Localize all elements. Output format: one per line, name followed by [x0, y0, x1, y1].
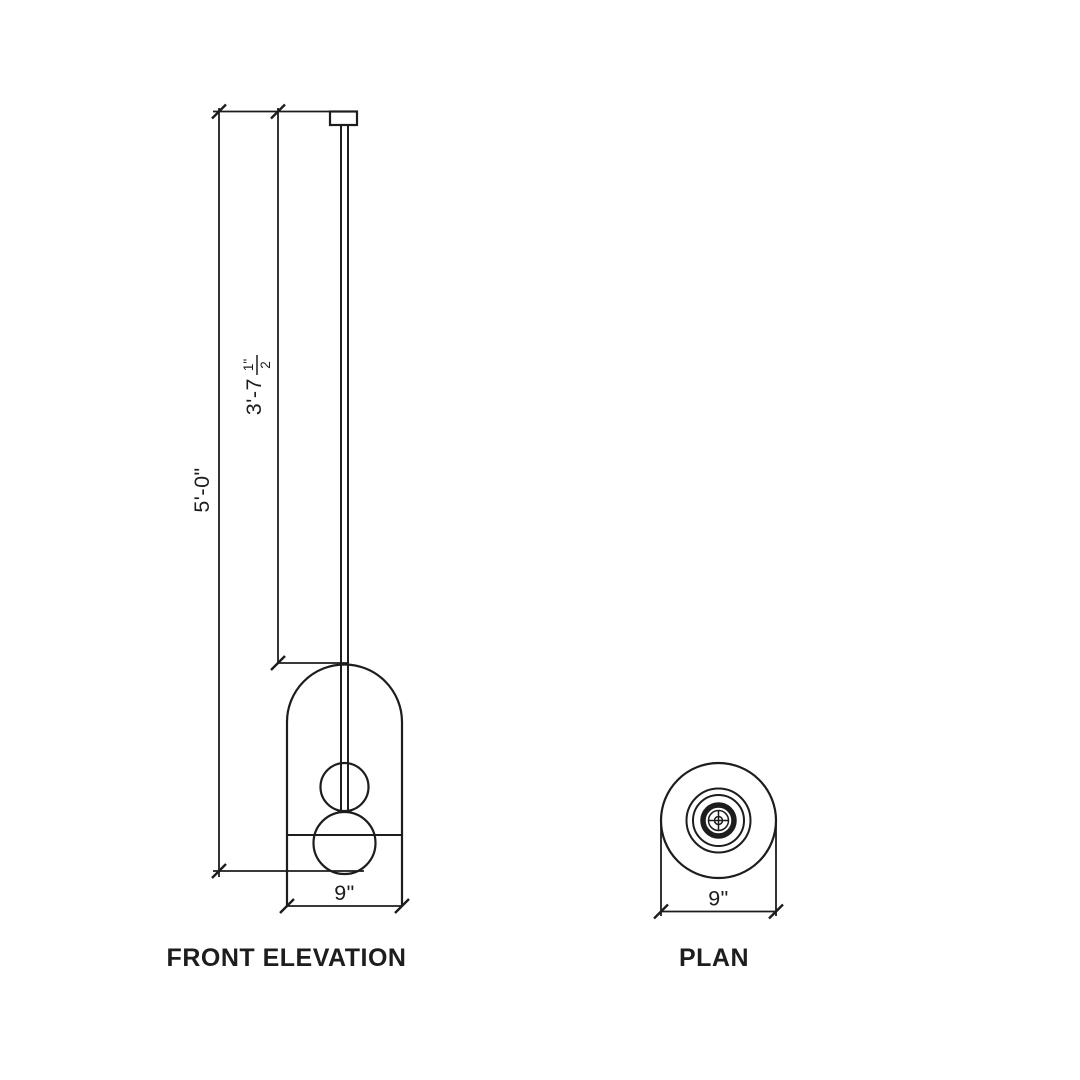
dim-label-stem-fraction-denominator: 2 [258, 361, 273, 369]
dim-label-overall-drop: 5'-0" [190, 467, 214, 512]
plan-lower-sphere-circle [685, 787, 752, 854]
dim-label-stem-whole: 3'-7 [242, 378, 266, 415]
dim-label-stem-fraction-numerator: 1" [241, 359, 256, 372]
plan-socket-circle [707, 809, 730, 832]
front-elevation-view: 5'-0" 3'-7 1" 2 9" FRONT ELEVATION [167, 103, 410, 972]
plan-shade-outer-circle [659, 761, 778, 880]
dim-tick [768, 903, 784, 920]
dim-tick [653, 903, 669, 920]
plan-title: PLAN [679, 944, 749, 972]
dim-tick [279, 898, 295, 914]
shade-outline [285, 663, 404, 906]
lower-sphere [312, 810, 377, 876]
dim-tick [394, 898, 410, 914]
dim-label-stem-length: 3'-7 1" 2 [241, 355, 273, 415]
plan-view: 9" PLAN [653, 761, 784, 972]
plan-dim-label-width: 9" [708, 887, 729, 911]
dim-label-shade-width: 9" [334, 881, 355, 905]
dim-tick [270, 103, 286, 120]
front-elevation-title: FRONT ELEVATION [167, 944, 407, 972]
dim-tick [211, 103, 227, 120]
upper-sphere [319, 761, 370, 813]
plan-upper-sphere-circle [692, 794, 745, 847]
ceiling-canopy [328, 110, 359, 127]
plan-fitter-ring [700, 802, 737, 839]
